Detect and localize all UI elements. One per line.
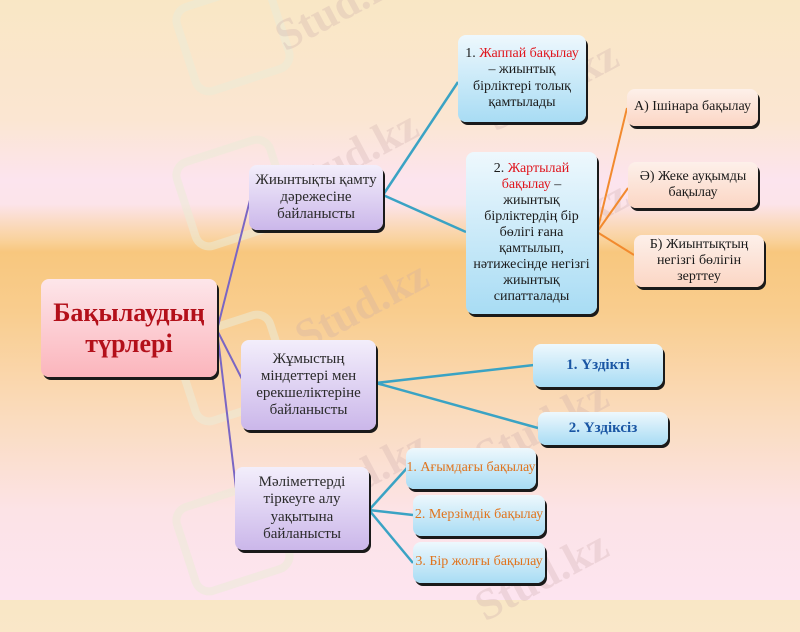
branch-registration-time: Мәліметтерді тіркеуге алу уақытына байла… xyxy=(235,467,369,550)
node-sample-observation: А) Ішінара бақылау xyxy=(627,89,758,126)
root-title-line2: түрлері xyxy=(85,329,173,358)
node-periodic-observation: 2. Мерзімдік бақылау xyxy=(413,495,545,536)
node-main-array-observation: Б) Жиынтықтың негізгі бөлігін зерттеу xyxy=(634,235,764,287)
node-total-observation: 1. Жаппай бақылау – жиынтық бірліктері т… xyxy=(458,35,586,122)
node-discontinuous: 1. Үздікті xyxy=(533,344,663,387)
root-node: Бақылаудың түрлері xyxy=(41,279,217,377)
node-text: Ә) Жеке ауқымды бақылау xyxy=(639,168,747,200)
node-text: 1. Үздікті xyxy=(566,356,630,373)
node-text: 2. Мерзімдік бақылау xyxy=(414,507,544,523)
branch-coverage-degree: Жиынтықты қамту дәрежесіне байланысты xyxy=(249,165,383,230)
node-text: 2. Жартылай бақылау – жиынтық бірліктерд… xyxy=(473,160,590,305)
node-text: 1. Ағымдағы бақылау xyxy=(406,460,536,476)
node-text: 1. Жаппай бақылау – жиынтық бірліктері т… xyxy=(465,46,579,110)
root-title-line1: Бақылаудың xyxy=(53,297,205,327)
node-text: Б) Жиынтықтың негізгі бөлігін зерттеу xyxy=(649,236,749,285)
connector-lines xyxy=(216,81,635,564)
branch-label: Мәліметтерді тіркеуге алу уақытына байла… xyxy=(258,474,346,542)
node-continuous: 2. Үздіксіз xyxy=(538,412,668,445)
node-text: 2. Үздіксіз xyxy=(568,419,638,436)
node-partial-observation: 2. Жартылай бақылау – жиынтық бірліктерд… xyxy=(466,152,597,314)
node-one-time-observation: 3. Бір жолғы бақылау xyxy=(413,542,545,583)
node-text: 3. Бір жолғы бақылау xyxy=(415,554,543,570)
node-current-observation: 1. Ағымдағы бақылау xyxy=(406,448,536,489)
branch-label: Жұмыстың міндеттері мен ерекшеліктеріне … xyxy=(256,350,361,419)
node-text: А) Ішінара бақылау xyxy=(633,99,752,115)
branch-label: Жиынтықты қамту дәрежесіне байланысты xyxy=(255,171,377,223)
node-monographic-observation: Ә) Жеке ауқымды бақылау xyxy=(628,162,758,208)
branch-tasks-features: Жұмыстың міндеттері мен ерекшеліктеріне … xyxy=(241,340,376,430)
